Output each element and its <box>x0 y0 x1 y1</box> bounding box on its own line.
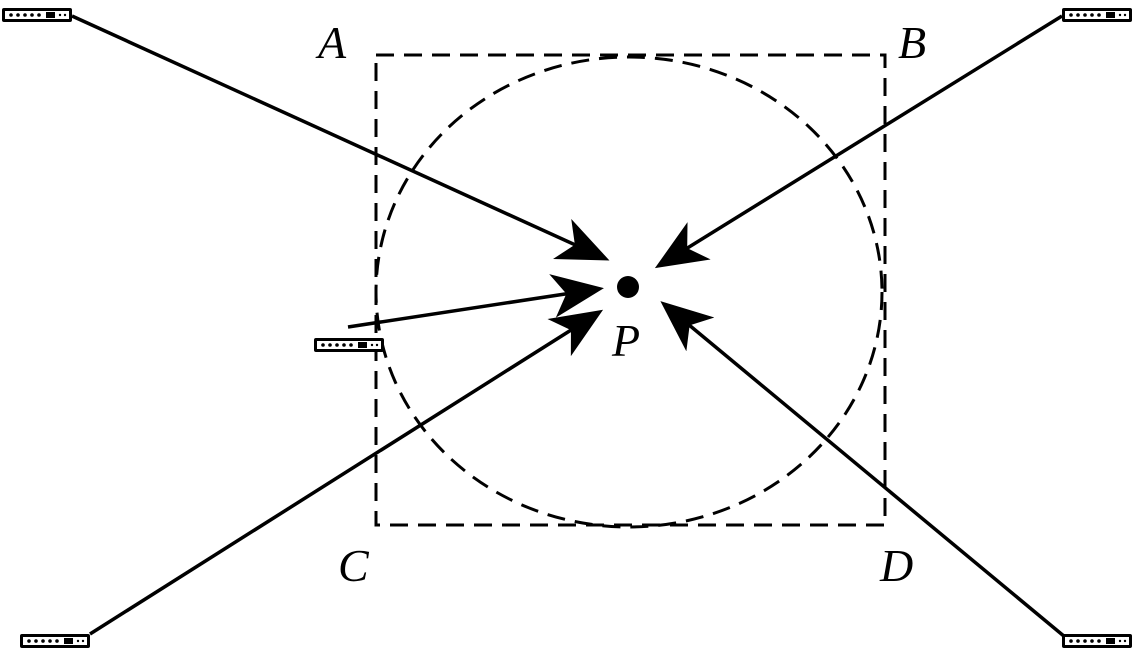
label-c: C <box>338 540 370 591</box>
ray-top-right <box>654 14 1063 269</box>
ray-left-middle <box>347 274 604 329</box>
ray-bottom-right <box>660 301 1067 639</box>
label-a: A <box>315 17 347 68</box>
ray-bottom-left <box>89 309 604 636</box>
label-b: B <box>898 17 926 68</box>
dashed-circle <box>374 55 884 529</box>
source-left-middle-icon <box>314 338 384 352</box>
source-bottom-left-icon <box>20 634 90 648</box>
point-p-dot <box>617 276 639 298</box>
label-p: P <box>611 315 640 366</box>
source-top-right-icon <box>1062 8 1132 22</box>
source-top-left-icon <box>2 8 72 22</box>
label-d: D <box>879 540 913 591</box>
source-bottom-right-icon <box>1062 634 1132 648</box>
ray-top-left <box>71 14 610 261</box>
